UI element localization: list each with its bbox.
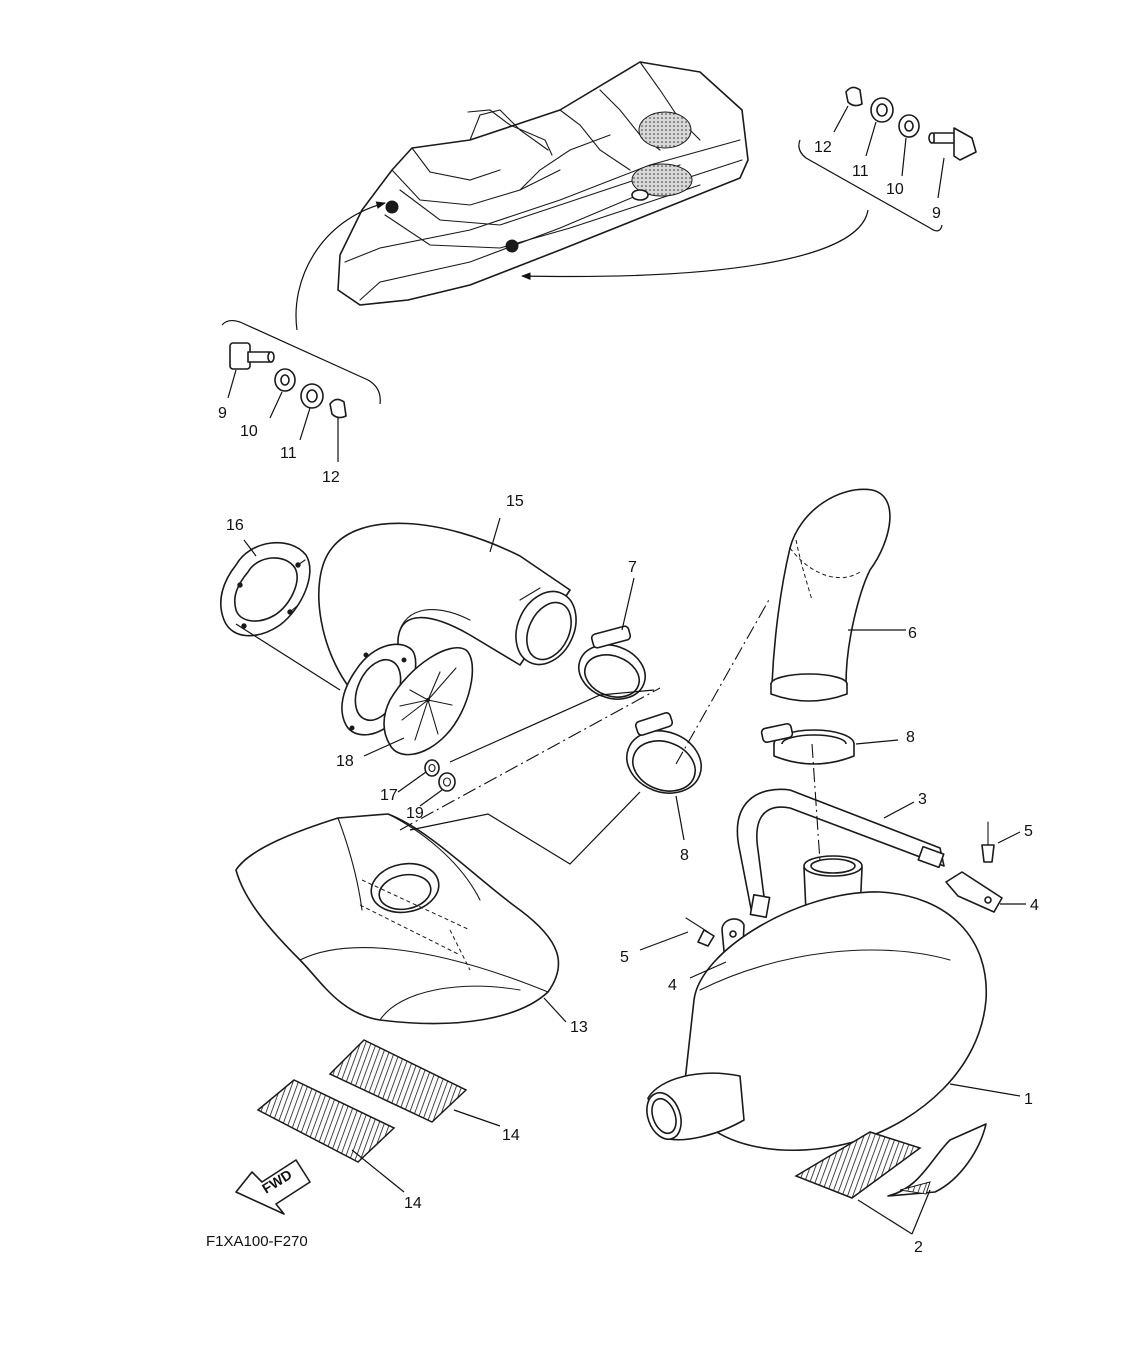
callout-4-right: 4 (1030, 897, 1039, 914)
callout-16: 16 (226, 517, 244, 534)
part-3-strap (736, 788, 945, 919)
part-14-pad-lower (256, 1079, 396, 1163)
callout-5-right: 5 (1024, 823, 1033, 840)
bolt-9-left (229, 342, 275, 370)
callout-9-left: 9 (218, 405, 227, 422)
callout-17: 17 (380, 787, 398, 804)
callout-labels: 1 2 3 4 4 5 5 6 7 8 8 9 9 10 10 11 11 12… (218, 139, 1039, 1256)
callout-3: 3 (918, 791, 927, 808)
callout-19: 19 (406, 805, 424, 822)
callout-10-left: 10 (240, 423, 258, 440)
callout-15: 15 (506, 493, 524, 510)
callout-12-right: 12 (814, 139, 832, 156)
part-8-clamp-left (626, 712, 702, 794)
washer-10-right (898, 114, 920, 138)
callout-8-left: 8 (680, 847, 689, 864)
centerline-clamp-hose (675, 597, 771, 765)
part-19-nut (438, 772, 456, 792)
callout-7: 7 (628, 559, 637, 576)
callout-14-lower: 14 (404, 1195, 422, 1212)
callout-4-left: 4 (668, 977, 677, 994)
leader-arrow-side-fitting (521, 209, 869, 281)
nut-11-left (300, 383, 324, 409)
centerline-clamp-lock (811, 743, 821, 863)
callout-18: 18 (336, 753, 354, 770)
bolt-9-right (928, 127, 977, 161)
part-5-rivet-left (685, 917, 715, 947)
callout-1: 1 (1024, 1091, 1033, 1108)
part-4-bracket-right (945, 871, 1003, 913)
callout-8-right: 8 (906, 729, 915, 746)
leader-lines (235, 517, 1026, 1235)
fitting-detail-right (798, 86, 977, 232)
callout-5-left: 5 (620, 949, 629, 966)
clip-12-right (845, 86, 863, 107)
part-8-clamp-right (760, 722, 855, 765)
washer-10-left (274, 368, 296, 392)
part-7-clamp (578, 625, 646, 700)
fitting-detail-left (221, 319, 381, 462)
nut-11-right (870, 97, 894, 123)
watercraft-illustration (337, 61, 749, 306)
clip-12-left (329, 398, 347, 419)
part-1-water-lock (646, 855, 987, 1152)
callout-13: 13 (570, 1019, 588, 1036)
part-13-cover (235, 813, 560, 1025)
part-2-pads (794, 1123, 987, 1199)
part-6-hose (770, 488, 891, 702)
part-14-pad-upper (328, 1039, 468, 1123)
callout-9-right: 9 (932, 205, 941, 222)
part-16-flange-ring (220, 541, 311, 637)
diagram-code: F1XA100-F270 (206, 1233, 308, 1250)
part-5-rivet-right (981, 821, 995, 863)
forward-direction-arrow: FWD (235, 1159, 311, 1215)
callout-11-right: 11 (852, 163, 869, 180)
callout-6: 6 (908, 625, 917, 642)
leader-arrow-front-fitting (295, 201, 386, 331)
callout-11-left: 11 (280, 445, 297, 462)
callout-2: 2 (914, 1239, 923, 1256)
callout-10-right: 10 (886, 181, 904, 198)
callout-12-left: 12 (322, 469, 340, 486)
callout-14-upper: 14 (502, 1127, 520, 1144)
centerline-cover-elbow (399, 687, 661, 831)
exhaust-plate (383, 647, 474, 756)
part-17-nut (424, 759, 440, 777)
